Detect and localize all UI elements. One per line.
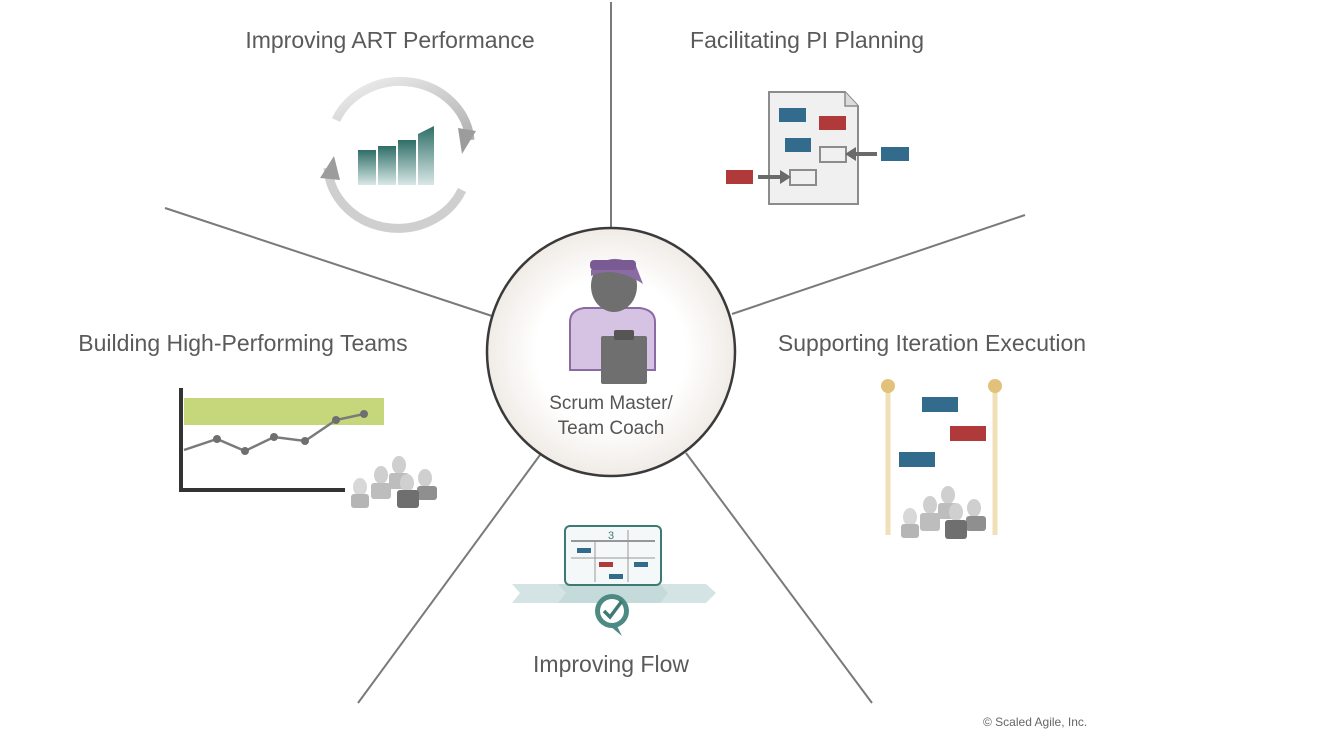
spoke-upper-right bbox=[731, 214, 1026, 315]
art-performance-icon bbox=[320, 76, 476, 233]
spoke-lower-right bbox=[685, 452, 873, 704]
scrum-master-icon bbox=[569, 258, 656, 384]
center-hub bbox=[485, 226, 737, 478]
center-title-line1: Scrum Master/ bbox=[549, 393, 673, 414]
center-title-line2: Team Coach bbox=[558, 418, 665, 439]
role-label-high-performing-teams: Building High-Performing Teams bbox=[78, 330, 407, 356]
role-label-flow: Improving Flow bbox=[533, 651, 689, 677]
check-badge-icon bbox=[595, 594, 629, 636]
spoke-lower-left bbox=[357, 454, 541, 704]
team-people-icon bbox=[901, 486, 986, 539]
team-people-icon bbox=[351, 456, 437, 508]
high-performing-teams-icon bbox=[179, 388, 437, 508]
role-label-iteration-execution: Supporting Iteration Execution bbox=[778, 330, 1086, 356]
kanban-header-number: 3 bbox=[608, 530, 614, 542]
flow-icon: 3 bbox=[512, 525, 716, 636]
pi-planning-icon bbox=[726, 91, 909, 205]
copyright-notice: © Scaled Agile, Inc. bbox=[983, 715, 1088, 729]
role-label-pi-planning: Facilitating PI Planning bbox=[690, 27, 924, 53]
iteration-execution-icon bbox=[881, 379, 1002, 539]
spokes bbox=[164, 2, 1026, 704]
spoke-upper-left bbox=[164, 207, 493, 317]
role-label-art-performance: Improving ART Performance bbox=[245, 27, 534, 53]
